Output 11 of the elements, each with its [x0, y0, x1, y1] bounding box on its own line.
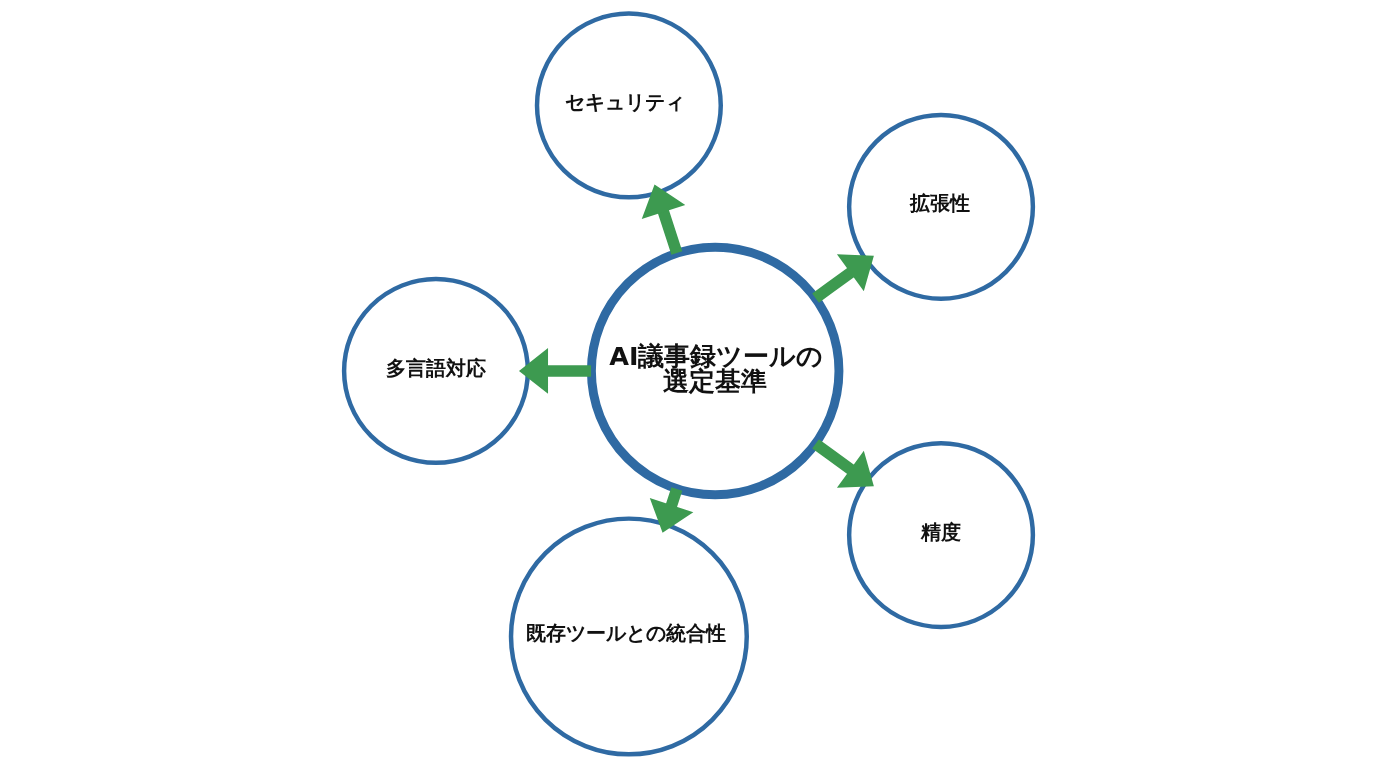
arrow	[641, 184, 685, 255]
arrow	[518, 348, 591, 394]
node-circle: 精度	[846, 440, 1035, 630]
node-circle: 多言語対応	[341, 276, 530, 466]
arrow	[811, 254, 874, 303]
node-circle: 拡張性	[846, 112, 1035, 301]
arrow	[649, 487, 693, 533]
node-circle: セキュリティ	[534, 11, 723, 200]
node-circle: AI議事録ツールの選定基準	[586, 242, 843, 500]
arrow	[811, 439, 874, 488]
node-circle: 既存ツールとの統合性	[508, 516, 749, 757]
